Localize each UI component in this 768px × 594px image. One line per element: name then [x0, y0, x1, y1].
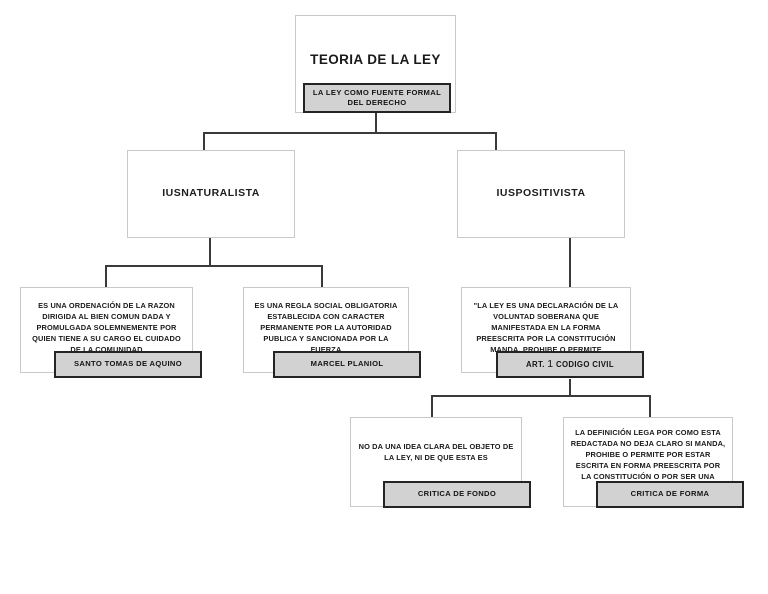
art-number: 1	[547, 358, 554, 371]
plate-art-1-codigo-civil[interactable]: ART. 1 CODIGO CIVIL	[496, 351, 644, 378]
connector-iusnaturalista-stem	[209, 238, 211, 266]
codigo-civil-body: "LA LEY ES UNA DECLARACIÓN DE LA VOLUNTA…	[473, 301, 619, 355]
critica-fondo-body: NO DA UNA IDEA CLARA DEL OBJETO DE LA LE…	[358, 442, 514, 463]
art-prefix: ART.	[526, 360, 548, 370]
plate-critica-de-forma-label: CRITICA DE FORMA	[630, 489, 710, 499]
connector-root-to-iuspositivista	[495, 132, 497, 150]
connector-codigo-bar	[431, 395, 651, 397]
root-title: TEORIA DE LA LEY	[310, 52, 441, 67]
connector-iuspositivista-to-codigo	[569, 238, 571, 287]
node-iuspositivista-box: IUSPOSITIVISTA	[457, 150, 625, 238]
plate-critica-de-forma[interactable]: CRITICA DE FORMA	[596, 481, 744, 508]
plate-art-1-codigo-civil-label: ART. 1 CODIGO CIVIL	[498, 357, 642, 371]
node-iusnaturalista-box: IUSNATURALISTA	[127, 150, 295, 238]
plate-ley-fuente-formal-label: LA LEY COMO FUENTE FORMAL DEL DERECHO	[312, 87, 442, 107]
plate-marcel-planiol-label: MARCEL PLANIOL	[310, 359, 384, 369]
aquino-body: ES UNA ORDENACIÓN DE LA RAZON DIRIGIDA A…	[32, 301, 181, 355]
connector-iusnaturalista-bar	[105, 265, 323, 267]
plate-marcel-planiol[interactable]: MARCEL PLANIOL	[273, 351, 421, 378]
plate-ley-fuente-formal[interactable]: LA LEY COMO FUENTE FORMAL DEL DERECHO	[303, 83, 451, 113]
plate-santo-tomas-de-aquino-label: SANTO TOMAS DE AQUINO	[73, 359, 183, 369]
plate-santo-tomas-de-aquino[interactable]: SANTO TOMAS DE AQUINO	[54, 351, 202, 378]
node-planiol-box: ES UNA REGLA SOCIAL OBLIGATORIA ESTABLEC…	[243, 287, 409, 373]
connector-root-to-iusnaturalista	[203, 132, 205, 150]
iusnaturalista-title: IUSNATURALISTA	[162, 187, 260, 200]
connector-root-stem	[375, 113, 377, 134]
plate-critica-de-fondo-label: CRITICA DE FONDO	[417, 489, 497, 499]
planiol-body: ES UNA REGLA SOCIAL OBLIGATORIA ESTABLEC…	[254, 301, 398, 355]
iuspositivista-title: IUSPOSITIVISTA	[496, 187, 586, 200]
art-suffix: CODIGO CIVIL	[553, 360, 614, 370]
connector-iusnaturalista-to-aquino	[105, 265, 107, 287]
connector-root-bar	[203, 132, 497, 134]
plate-critica-de-fondo[interactable]: CRITICA DE FONDO	[383, 481, 531, 508]
connector-codigo-to-critica-fondo	[431, 395, 433, 417]
connector-codigo-stem	[569, 379, 571, 397]
connector-codigo-to-critica-forma	[649, 395, 651, 417]
connector-iusnaturalista-to-planiol	[321, 265, 323, 287]
